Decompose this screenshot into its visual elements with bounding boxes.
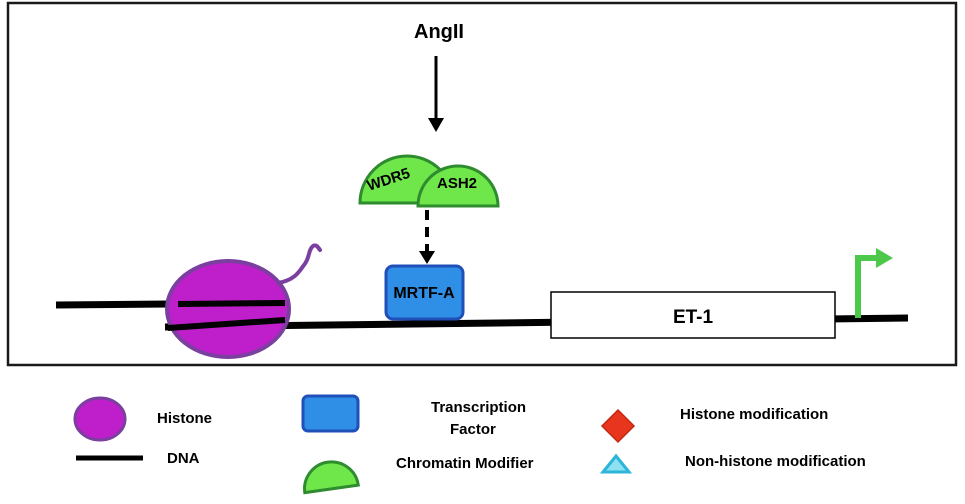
ash2-modifier-icon	[416, 164, 500, 208]
tss-arrow-head	[876, 248, 893, 268]
legend-chromatin-modifier-icon	[303, 460, 360, 495]
legend-transcription-factor-line1: Transcription	[431, 399, 526, 416]
mrtf-a-label: MRTF-A	[393, 285, 455, 302]
legend-non-histone-modification-label: Non-histone modification	[685, 453, 866, 470]
legend-transcription-factor-line2: Factor	[450, 421, 496, 438]
et1-label: ET-1	[673, 307, 714, 328]
legend-histone-label: Histone	[157, 410, 212, 427]
legend-chromatin-modifier-label: Chromatin Modifier	[396, 455, 534, 472]
ash2-label: ASH2	[437, 175, 477, 192]
mrtf-a-box	[384, 264, 465, 321]
legend-non-histone-modification-icon	[599, 453, 633, 474]
legend-transcription-factor-icon	[301, 394, 360, 433]
legend-histone-modification-icon	[600, 408, 636, 444]
angii-arrow-head	[428, 118, 444, 132]
tss-arrow-shaft	[855, 255, 878, 318]
angii-label: AngII	[414, 21, 464, 43]
histone-tail	[276, 243, 322, 285]
legend-dna-label: DNA	[167, 450, 200, 467]
histone-icon	[165, 259, 291, 359]
dashed-arrow-head	[419, 251, 435, 264]
legend-histone-icon	[73, 396, 127, 442]
legend-histone-modification-label: Histone modification	[680, 406, 828, 423]
dna-wrap-line	[167, 317, 286, 331]
dna-wrap-line-upper	[177, 300, 286, 307]
et1-gene-box	[550, 291, 836, 339]
